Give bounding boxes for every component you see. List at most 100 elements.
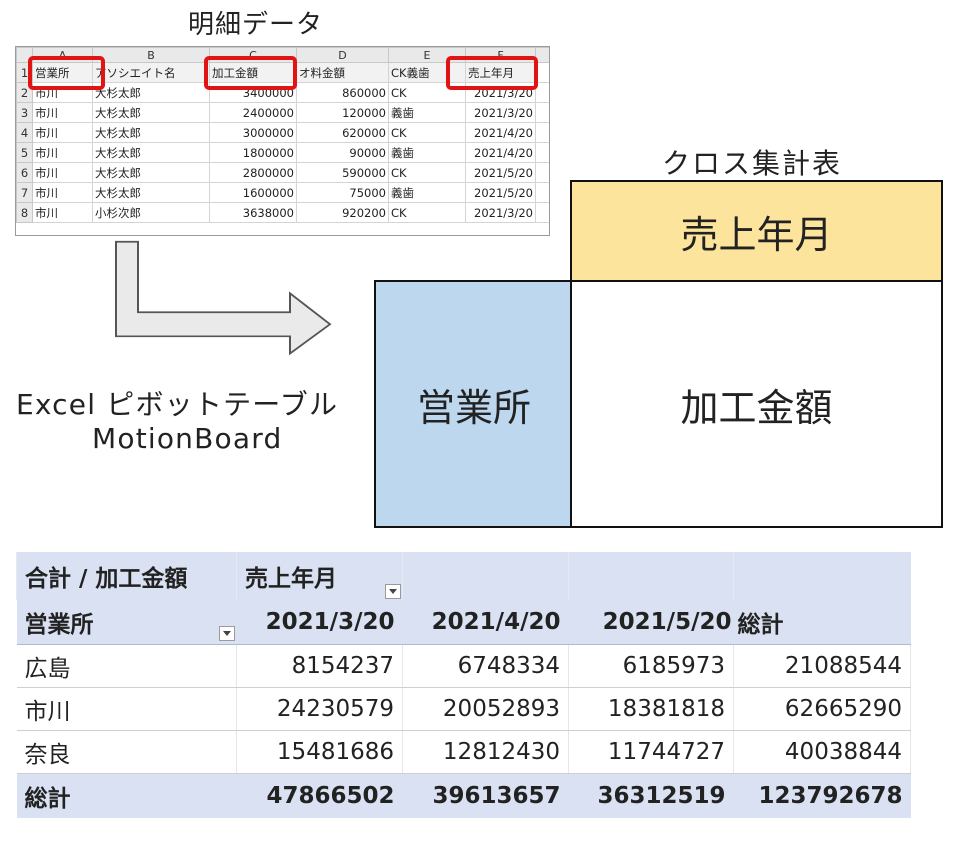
sheet-cell[interactable]: 義歯 [388,102,466,123]
pivot-total-value[interactable]: 47866502 [236,773,403,818]
sheet-cell[interactable]: 市川 [32,122,93,143]
pivot-column-header[interactable]: 2021/4/20 [402,600,569,645]
pivot-column-field[interactable]: 売上年月 [236,552,403,600]
sheet-cell[interactable]: 大杉太郎 [92,82,210,103]
row-number[interactable]: 7 [16,182,33,203]
sheet-cell[interactable]: オ料金額 [296,62,389,83]
filter-dropdown-icon[interactable] [385,584,401,599]
row-number[interactable]: 5 [16,142,33,163]
sheet-cell[interactable]: 市川 [32,142,93,163]
sheet-cell[interactable]: 大杉太郎 [92,142,210,163]
motionboard-caption: MotionBoard [92,422,283,455]
pivot-row-field-label: 営業所 [24,612,94,638]
sheet-cell[interactable]: 市川 [32,202,93,223]
sheet-cell[interactable]: 市川 [32,102,93,123]
col-letter[interactable]: D [296,47,389,63]
pivot-cell[interactable]: 21088544 [733,644,911,688]
sheet-cell[interactable]: 2021/5/20 [465,182,536,203]
col-letter[interactable]: B [92,47,210,63]
sheet-cell[interactable]: 市川 [32,182,93,203]
detail-spreadsheet: A B C D E F 1 営業所 アソシエイト名 加工金額 オ料金額 CK義歯… [15,46,550,236]
pivot-cell[interactable]: 8154237 [236,644,403,688]
pivot-value-label: 合計 / 加工金額 [16,552,237,600]
detail-data-title: 明細データ [188,10,324,40]
column-field-label: 売上年月 [680,212,833,257]
flow-arrow-icon [115,240,332,356]
column-letter-row: A B C D E F [16,47,549,63]
excel-pivot-caption: Excel ピボットテーブル [16,388,339,421]
sheet-cell[interactable]: 90000 [296,142,389,163]
pivot-cell[interactable]: 18381818 [568,687,734,731]
pivot-cell[interactable]: 20052893 [402,687,569,731]
sheet-cell[interactable]: 620000 [296,122,389,143]
sheet-cell[interactable]: 590000 [296,162,389,183]
sheet-cell[interactable]: 大杉太郎 [92,182,210,203]
sheet-cell[interactable]: 2021/4/20 [465,122,536,143]
pivot-row-label[interactable]: 広島 [16,644,237,688]
sheet-cell[interactable]: 大杉太郎 [92,162,210,183]
sheet-cell[interactable]: 75000 [296,182,389,203]
pivot-column-header[interactable]: 総計 [733,600,911,645]
sheet-cell[interactable]: 義歯 [388,142,466,163]
filter-dropdown-icon[interactable] [218,626,235,641]
sheet-cell[interactable]: 1800000 [209,142,297,163]
pivot-cell[interactable]: 6185973 [568,644,734,688]
sheet-cell[interactable]: 2800000 [209,162,297,183]
pivot-cell[interactable]: 12812430 [402,730,569,774]
sheet-cell[interactable]: CK [388,202,466,223]
sheet-cell[interactable]: アソシエイト名 [92,62,210,83]
pivot-cell[interactable]: 6748334 [402,644,569,688]
pivot-total-value[interactable]: 36312519 [568,773,734,818]
sheet-cell[interactable]: 売上年月 [465,62,536,83]
sheet-cell[interactable]: 2021/5/20 [465,162,536,183]
pivot-header-row: 合計 / 加工金額 売上年月 [16,552,911,600]
pivot-cell[interactable]: 11744727 [568,730,734,774]
pivot-cell[interactable]: 15481686 [236,730,403,774]
sheet-cell[interactable]: 2021/3/20 [465,102,536,123]
pivot-row-label[interactable]: 奈良 [16,730,237,774]
column-field-box: 売上年月 [570,180,943,282]
sheet-cell[interactable]: 3000000 [209,122,297,143]
highlight-sales-month [446,56,538,90]
highlight-sales-office [28,56,105,90]
sheet-cell[interactable]: 1600000 [209,182,297,203]
sheet-header-row: 1 営業所 アソシエイト名 加工金額 オ料金額 CK義歯 売上年月 [16,62,549,83]
sheet-cell[interactable]: CK [388,162,466,183]
pivot-column-header[interactable]: 2021/5/20 [568,600,734,645]
sheet-cell[interactable]: 120000 [296,102,389,123]
pivot-row-label[interactable]: 市川 [16,687,237,731]
sheet-cell[interactable]: 義歯 [388,182,466,203]
pivot-total-value[interactable]: 39613657 [402,773,569,818]
row-number[interactable]: 4 [16,122,33,143]
sheet-cell[interactable]: 大杉太郎 [92,122,210,143]
sheet-cell[interactable]: 大杉太郎 [92,102,210,123]
row-number[interactable]: 3 [16,102,33,123]
pivot-cell[interactable]: 24230579 [236,687,403,731]
sheet-cell[interactable]: 860000 [296,82,389,103]
highlight-amount [204,56,297,90]
sheet-cell[interactable]: 2400000 [209,102,297,123]
pivot-table: 合計 / 加工金額 売上年月 営業所 2021/3/20 2021/4/20 2… [16,552,911,818]
sheet-cell[interactable]: 市川 [32,162,93,183]
pivot-cell[interactable]: 62665290 [733,687,911,731]
sheet-cell[interactable]: 小杉次郎 [92,202,210,223]
pivot-column-header[interactable]: 2021/3/20 [236,600,403,645]
sheet-cell[interactable]: 2021/3/20 [465,202,536,223]
row-number[interactable]: 6 [16,162,33,183]
sheet-cell[interactable]: CK [388,122,466,143]
sheet-cell[interactable]: 2021/4/20 [465,142,536,163]
row-number[interactable]: 8 [16,202,33,223]
pivot-total-label[interactable]: 総計 [16,773,237,818]
pivot-row-field[interactable]: 営業所 [16,600,237,645]
pivot-cell[interactable]: 40038844 [733,730,911,774]
sheet-cell[interactable]: 920200 [296,202,389,223]
sheet-cell[interactable]: 3638000 [209,202,297,223]
pivot-total-value[interactable]: 123792678 [733,773,911,818]
